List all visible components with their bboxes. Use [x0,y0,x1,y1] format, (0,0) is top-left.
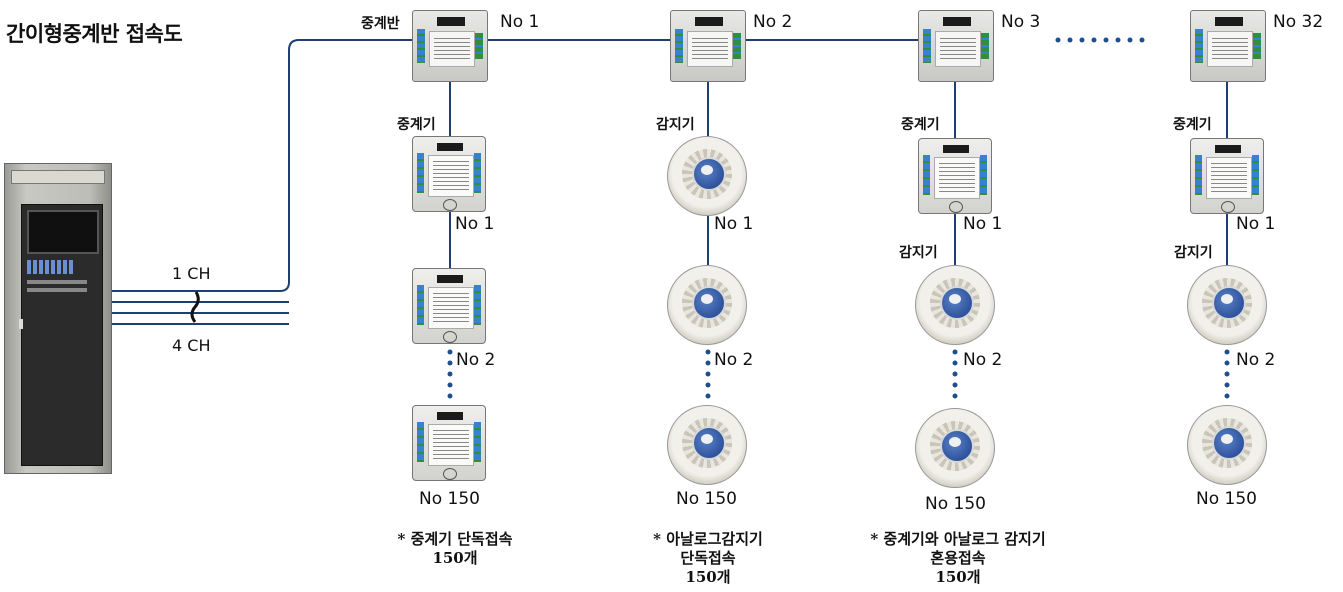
relay-module-icon [1190,138,1264,214]
device-no-2-1: No 1 [714,214,754,234]
line-break-symbol [190,291,200,323]
device-label-4: 중계기 [1173,117,1212,133]
relay-module-icon [412,268,486,344]
panel-no-2: No 2 [753,12,793,32]
device-no-3-1: No 1 [963,214,1003,234]
ch1-trunk-line [112,39,412,292]
panel-no-1: No 1 [500,12,540,32]
device-no-2-3: No 150 [676,489,737,509]
relay-module-icon [412,405,486,481]
analog-detector-icon [667,136,747,216]
device-no-4-2: No 2 [1236,350,1276,370]
second-device-label-3: 감지기 [899,245,938,261]
device-no-1-3: No 150 [419,489,480,509]
analog-detector-icon [915,265,995,345]
device-label-1: 중계기 [397,117,436,133]
device-no-1-2: No 2 [456,350,496,370]
dotted-connectors [447,37,1230,399]
relay-panel-icon [918,10,994,82]
connection-note-3: * 중계기와 아날로그 감지기 혼용접속 150개 [870,530,1046,586]
relay-module-icon [412,136,486,212]
connection-note-1: * 중계기 단독접속 150개 [397,530,513,567]
analog-detector-icon [667,405,747,485]
device-no-3-2: No 2 [963,350,1003,370]
panel-no-32: No 32 [1273,12,1324,32]
relay-module-icon [918,138,992,214]
device-no-1-1: No 1 [455,214,495,234]
device-no-2-2: No 2 [714,350,754,370]
panel-no-3: No 3 [1001,12,1041,32]
device-label-2: 감지기 [656,117,695,133]
fire-receiver-cabinet-icon [4,163,112,474]
device-label-3: 중계기 [901,117,940,133]
analog-detector-icon [915,408,995,488]
device-no-4-1: No 1 [1236,214,1276,234]
diagram-title: 간이형중계반 접속도 [6,22,183,46]
relay-panel-icon [670,10,746,82]
channel-label-first: 1 CH [172,264,211,283]
device-no-4-3: No 150 [1196,489,1257,509]
analog-detector-icon [667,265,747,345]
relay-panel-label: 중계반 [361,16,400,32]
relay-panel-icon [1190,10,1266,82]
device-no-3-3: No 150 [925,494,986,514]
analog-detector-icon [1187,265,1267,345]
channel-label-last: 4 CH [172,336,211,355]
relay-panel-icon [412,10,488,82]
analog-detector-icon [1187,405,1267,485]
second-device-label-4: 감지기 [1174,245,1213,261]
connection-note-2: * 아날로그감지기 단독접속 150개 [653,530,763,586]
